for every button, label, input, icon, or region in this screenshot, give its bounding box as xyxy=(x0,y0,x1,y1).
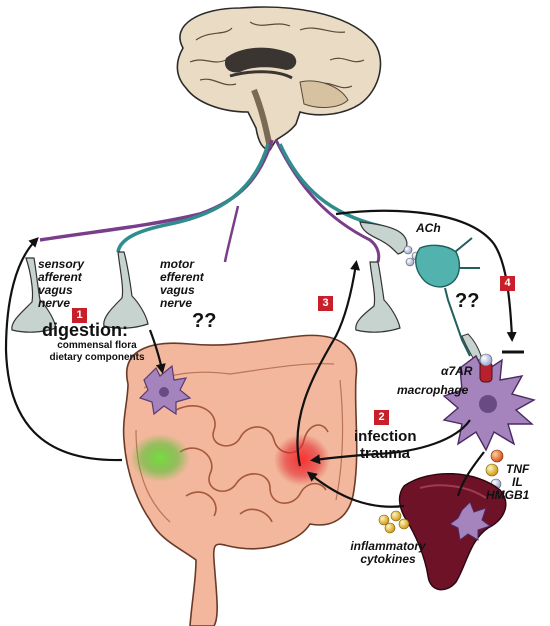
tnf-label: TNF xyxy=(506,462,530,476)
afferent-vagus-nerve xyxy=(39,139,381,263)
il-label: IL xyxy=(512,475,523,489)
arrow-4 xyxy=(335,209,517,342)
nerve-ending-left xyxy=(11,257,57,333)
badge-2: 2 xyxy=(374,410,389,425)
arrow-3 xyxy=(296,260,361,467)
cytokine-ball xyxy=(390,510,402,522)
brain xyxy=(176,6,382,151)
spleen xyxy=(398,472,507,591)
nerve-ending-middle xyxy=(103,251,149,329)
arrow-motor-efferent xyxy=(148,329,166,374)
a7ar-label: α7AR xyxy=(441,364,473,378)
badge-4: 4 xyxy=(500,276,515,291)
arrow-sensory-afferent xyxy=(4,237,123,462)
cytokine-ball xyxy=(490,449,504,463)
digestion-title: digestion: xyxy=(42,320,128,340)
hmgb1-label: HMGB1 xyxy=(486,488,530,502)
ach-ganglion xyxy=(359,221,421,267)
macrophage-label: macrophage xyxy=(397,383,469,397)
arrow-spleen xyxy=(306,471,405,508)
question-left: ?? xyxy=(192,310,217,332)
nerve-ending-right xyxy=(355,261,401,333)
gut-macrophage xyxy=(138,364,192,416)
ach-label: ACh xyxy=(416,221,441,235)
infection-trauma-label: infection trauma xyxy=(354,428,417,462)
cytokine-ball xyxy=(378,514,390,526)
arrow-2 xyxy=(310,419,471,465)
green-focus xyxy=(130,434,190,482)
cytokine-ball xyxy=(485,463,499,477)
cytokine-ball xyxy=(398,518,410,530)
badge-1: 1 xyxy=(72,308,87,323)
badge-3: 3 xyxy=(318,296,333,311)
macrophage-cell xyxy=(442,353,536,452)
cytokine-ball xyxy=(384,522,396,534)
arrow-cytokine-release xyxy=(456,451,485,497)
question-right: ?? xyxy=(455,290,480,312)
signal-arrows xyxy=(4,209,517,508)
